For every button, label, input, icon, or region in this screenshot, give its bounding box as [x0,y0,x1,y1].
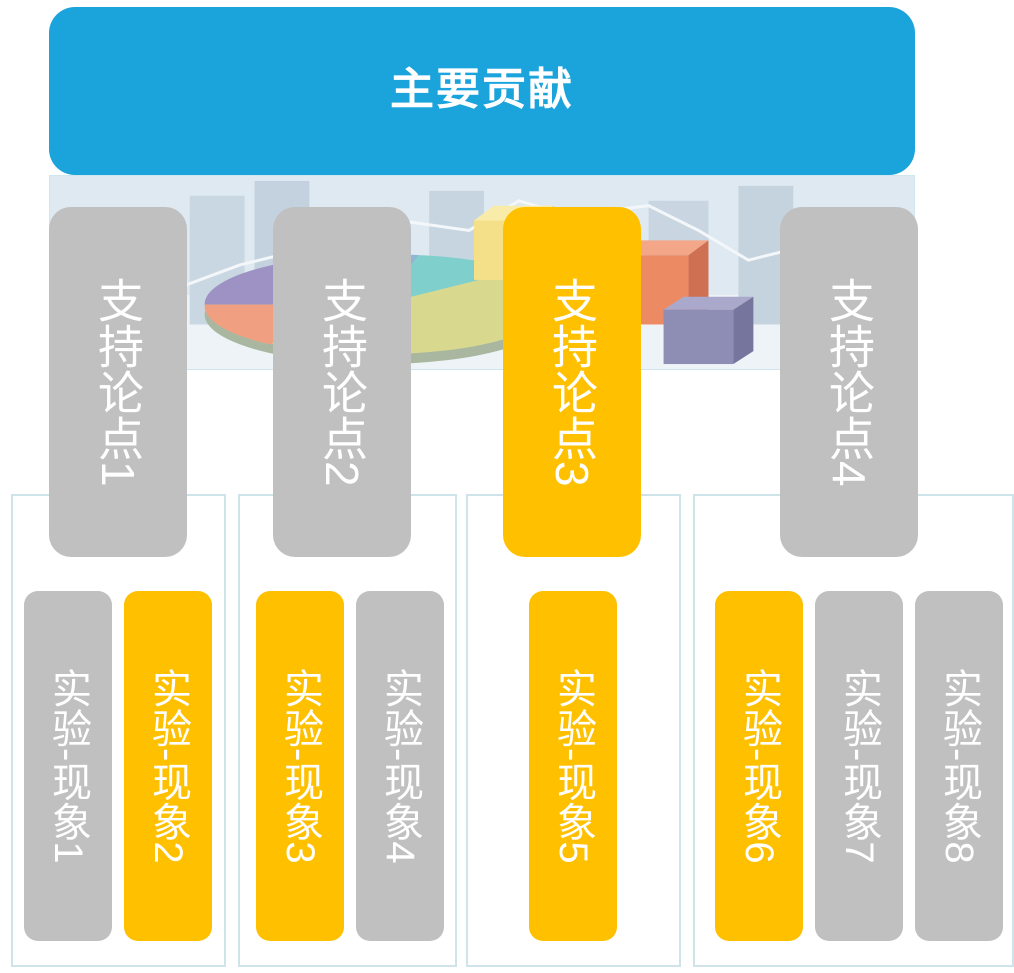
experiment-label: 实验-现象4 [378,668,422,864]
header-title: 主要贡献 [390,65,574,114]
experiment-phenomenon-7: 实验-现象7 [815,591,903,941]
support-point-2: 支持论点2 [273,207,411,557]
experiment-phenomenon-1: 实验-现象1 [24,591,112,941]
support-point-label: 支持论点2 [316,277,368,487]
support-point-label: 支持论点3 [546,277,598,487]
experiment-phenomenon-8: 实验-现象8 [915,591,1003,941]
main-contribution-header: 主要贡献 [49,7,915,175]
experiment-label: 实验-现象2 [146,668,190,864]
experiment-phenomenon-2: 实验-现象2 [124,591,212,941]
support-point-3: 支持论点3 [503,207,641,557]
background-chart-illustration [49,175,915,370]
support-point-4: 支持论点4 [780,207,918,557]
experiment-label: 实验-现象1 [46,668,90,864]
support-point-1: 支持论点1 [49,207,187,557]
experiment-phenomenon-6: 实验-现象6 [715,591,803,941]
experiment-label: 实验-现象8 [937,668,981,864]
support-point-label: 支持论点4 [823,277,875,487]
experiment-label: 实验-现象6 [737,668,781,864]
experiment-phenomenon-4: 实验-现象4 [356,591,444,941]
experiment-label: 实验-现象3 [278,668,322,864]
experiment-label: 实验-现象7 [837,668,881,864]
experiment-phenomenon-3: 实验-现象3 [256,591,344,941]
experiment-label: 实验-现象5 [551,668,595,864]
experiment-phenomenon-5: 实验-现象5 [529,591,617,941]
support-point-label: 支持论点1 [92,277,144,487]
